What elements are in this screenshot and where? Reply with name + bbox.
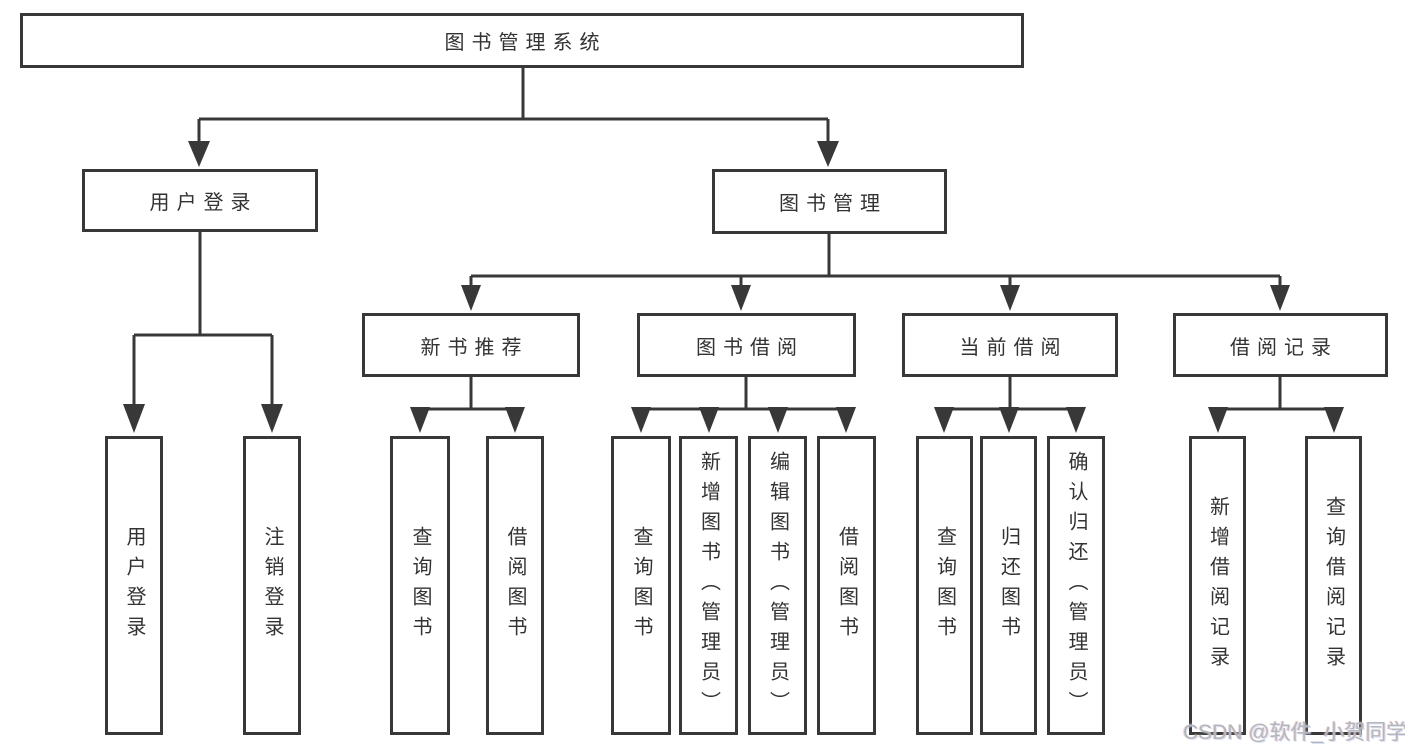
csdn-watermark: CSDN @软件_小贺同学 <box>1183 721 1405 744</box>
leaf-query-book-1: 查询图书 <box>390 436 450 735</box>
node-user-login: 用户登录 <box>82 169 318 232</box>
leaf-confirm-return-admin: 确认归还（管理员） <box>1047 436 1105 735</box>
leaf-query-borrow-record: 查询借阅记录 <box>1305 436 1362 735</box>
node-new-book-recommend: 新书推荐 <box>362 313 580 377</box>
node-borrow-records: 借阅记录 <box>1173 313 1388 377</box>
leaf-edit-book-admin: 编辑图书（管理员） <box>748 436 807 735</box>
leaf-return-book: 归还图书 <box>980 436 1037 735</box>
node-book-borrow: 图书借阅 <box>637 313 856 377</box>
leaf-logout: 注销登录 <box>243 436 301 735</box>
node-book-management: 图书管理 <box>712 169 947 234</box>
node-library-system: 图书管理系统 <box>20 13 1024 68</box>
node-current-borrow: 当前借阅 <box>902 313 1118 377</box>
leaf-add-borrow-record: 新增借阅记录 <box>1189 436 1246 735</box>
leaf-add-book-admin: 新增图书（管理员） <box>679 436 738 735</box>
leaf-query-book-2: 查询图书 <box>611 436 671 735</box>
leaf-borrow-book-1: 借阅图书 <box>486 436 544 735</box>
arrowheads <box>123 141 1344 433</box>
leaf-query-book-3: 查询图书 <box>916 436 973 735</box>
leaf-user-login: 用户登录 <box>105 436 163 735</box>
leaf-borrow-book-2: 借阅图书 <box>817 436 876 735</box>
